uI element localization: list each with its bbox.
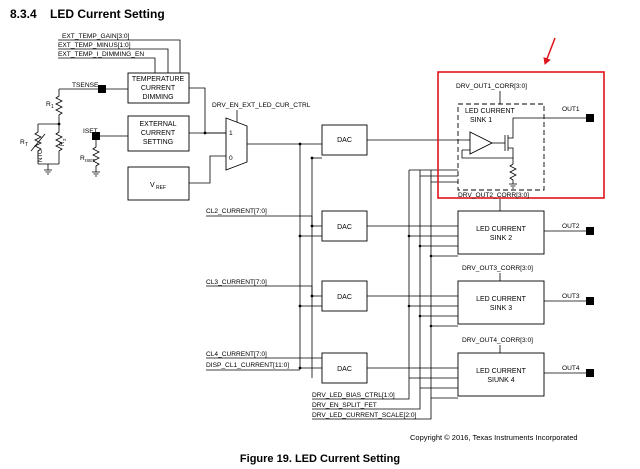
vref-sub: REF bbox=[156, 185, 166, 191]
out2-label: OUT2 bbox=[562, 223, 580, 230]
ground-symbol-iset bbox=[92, 171, 100, 177]
riset-label: R bbox=[80, 155, 85, 162]
section-title: LED Current Setting bbox=[50, 7, 165, 21]
drv-en-split-fet-label: DRV_EN_SPLIT_FET bbox=[312, 402, 377, 409]
r1-sub: 1 bbox=[51, 104, 54, 110]
vref-label: V bbox=[150, 182, 155, 189]
iset-pin bbox=[92, 132, 100, 140]
sink3-line2: SINK 3 bbox=[490, 305, 512, 312]
out1-pin bbox=[586, 114, 594, 122]
ext-current-line3: SETTING bbox=[143, 139, 173, 146]
temp-dimming-line3: DIMMING bbox=[142, 94, 173, 101]
sink1-highlight-box bbox=[437, 71, 605, 199]
dac-1 bbox=[321, 124, 368, 156]
led-current-sink-4 bbox=[457, 352, 545, 397]
riset-sub: ISET bbox=[85, 158, 95, 163]
tsense-pin bbox=[98, 85, 106, 93]
mux-input-0: 0 bbox=[229, 155, 233, 162]
mux-input-1: 1 bbox=[229, 130, 233, 137]
sink1-line2: SINK 1 bbox=[470, 117, 492, 124]
cl2-current-label: CL2_CURRENT[7:0] bbox=[206, 208, 267, 215]
sink4-line2: SIUNK 4 bbox=[487, 377, 514, 384]
temp-dimming-line2: CURRENT bbox=[141, 85, 176, 92]
out3-pin bbox=[586, 297, 594, 305]
vref-block bbox=[127, 166, 190, 201]
rt-label: R bbox=[20, 139, 25, 146]
r1-label: R bbox=[46, 101, 51, 108]
external-current-setting-block bbox=[127, 115, 190, 152]
section-number: 8.3.4 bbox=[10, 7, 37, 21]
out4-pin bbox=[586, 369, 594, 377]
cl4-current-label: CL4_CURRENT[7:0] bbox=[206, 351, 267, 358]
sink2-line2: SINK 2 bbox=[490, 235, 512, 242]
dac-3-label: DAC bbox=[337, 294, 352, 301]
mux bbox=[225, 117, 248, 171]
ext-current-line1: EXTERNAL bbox=[140, 121, 177, 128]
sink3-line1: LED CURRENT bbox=[476, 296, 527, 303]
ext-temp-minus-label: EXT_TEMP_MINUS[1:0] bbox=[58, 42, 131, 49]
tsense-label: TSENSE bbox=[72, 82, 99, 89]
dac-2 bbox=[321, 210, 368, 242]
drv-out2-corr-label: DRV_OUT2_CORR[3:0] bbox=[458, 192, 529, 199]
sink1-line1: LED CURRENT bbox=[465, 108, 516, 115]
sink1-ground bbox=[509, 183, 517, 189]
led-current-sink-2 bbox=[457, 210, 545, 255]
drv-en-ext-led-cur-ctrl-label: DRV_EN_EXT_LED_CUR_CTRL bbox=[212, 102, 311, 109]
cl3-current-label: CL3_CURRENT[7:0] bbox=[206, 279, 267, 286]
ext-temp-gain-label: EXT_TEMP_GAIN[3:0] bbox=[62, 33, 130, 40]
drv-out1-corr-label: DRV_OUT1_CORR[3:0] bbox=[456, 83, 527, 90]
r2-sub: 2 bbox=[62, 138, 67, 141]
out3-label: OUT3 bbox=[562, 293, 580, 300]
disp-cl1-current-label: DISP_CL1_CURRENT[11:0] bbox=[206, 362, 289, 369]
led-current-sink-3 bbox=[457, 280, 545, 325]
drv-led-current-scale-label: DRV_LED_CURRENT_SCALE[2:0] bbox=[312, 412, 416, 419]
highlight-arrow bbox=[543, 37, 556, 65]
out1-label: OUT1 bbox=[562, 106, 580, 113]
dac-3 bbox=[321, 280, 368, 312]
dac-1-label: DAC bbox=[337, 137, 352, 144]
ntc-label: NTC bbox=[38, 149, 44, 162]
figure-caption: Figure 19. LED Current Setting bbox=[240, 453, 400, 465]
drv-led-bias-ctrl-label: DRV_LED_BIAS_CTRL[1:0] bbox=[312, 392, 395, 399]
ext-temp-i-dimming-en-label: EXT_TEMP_I_DIMMING_EN bbox=[58, 51, 144, 58]
copyright-text: Copyright © 2016, Texas Instruments Inco… bbox=[410, 433, 578, 442]
led-current-sink-1 bbox=[457, 103, 545, 191]
temperature-current-dimming-block bbox=[127, 72, 190, 104]
rt-sub: T bbox=[25, 142, 28, 148]
iset-label: ISET bbox=[83, 128, 98, 135]
drv-out4-corr-label: DRV_OUT4_CORR[3:0] bbox=[462, 337, 533, 344]
sink1-opamp bbox=[469, 131, 494, 155]
dac-2-label: DAC bbox=[337, 224, 352, 231]
sink2-line1: LED CURRENT bbox=[476, 226, 527, 233]
dac-4-label: DAC bbox=[337, 366, 352, 373]
ext-current-line2: CURRENT bbox=[141, 130, 176, 137]
ground-symbol-ntc bbox=[44, 169, 52, 175]
dac-4 bbox=[321, 352, 368, 384]
out2-pin bbox=[586, 227, 594, 235]
temp-dimming-line1: TEMPERATURE bbox=[132, 76, 185, 83]
sink4-line1: LED CURRENT bbox=[476, 368, 527, 375]
out4-label: OUT4 bbox=[562, 365, 580, 372]
drv-out3-corr-label: DRV_OUT3_CORR[3:0] bbox=[462, 265, 533, 272]
r2-label: R bbox=[60, 141, 66, 146]
